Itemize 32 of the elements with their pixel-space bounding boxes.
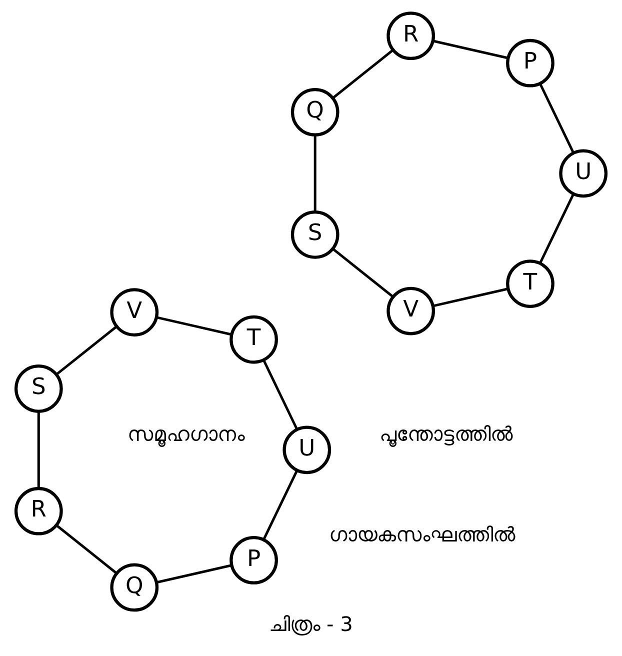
node-circle: R [386, 12, 436, 60]
connector [433, 40, 508, 60]
connector [432, 288, 508, 308]
connector [332, 248, 394, 298]
node-circle: T [230, 315, 278, 364]
connector [262, 360, 298, 430]
node-circle: U [559, 149, 608, 198]
connector [37, 412, 40, 488]
connector [56, 326, 118, 376]
node-circle: P [230, 536, 278, 584]
node-circle: P [506, 38, 554, 88]
node-circle: S [14, 364, 63, 413]
connector [56, 524, 118, 574]
connector [314, 135, 316, 212]
node-circle: U [282, 426, 332, 474]
label: ഗായകസംഘത്തിൽ [329, 522, 516, 546]
caption: ചിത്രം - 3 [269, 612, 353, 636]
label: പൂന്തോട്ടത്തിൽ [380, 422, 513, 446]
connector [332, 49, 394, 99]
connector [156, 316, 232, 336]
node-circle: V [110, 288, 159, 336]
node-circle: S [290, 210, 340, 259]
node-circle: R [14, 486, 63, 536]
label: സമൂഹഗാനം [127, 422, 244, 446]
node-circle: T [506, 260, 554, 308]
connector [262, 470, 298, 540]
node-circle: Q [110, 563, 159, 612]
connector [539, 194, 574, 264]
node-circle: V [386, 286, 436, 336]
connector [539, 83, 575, 154]
connector [156, 564, 232, 584]
node-circle: Q [290, 88, 340, 136]
